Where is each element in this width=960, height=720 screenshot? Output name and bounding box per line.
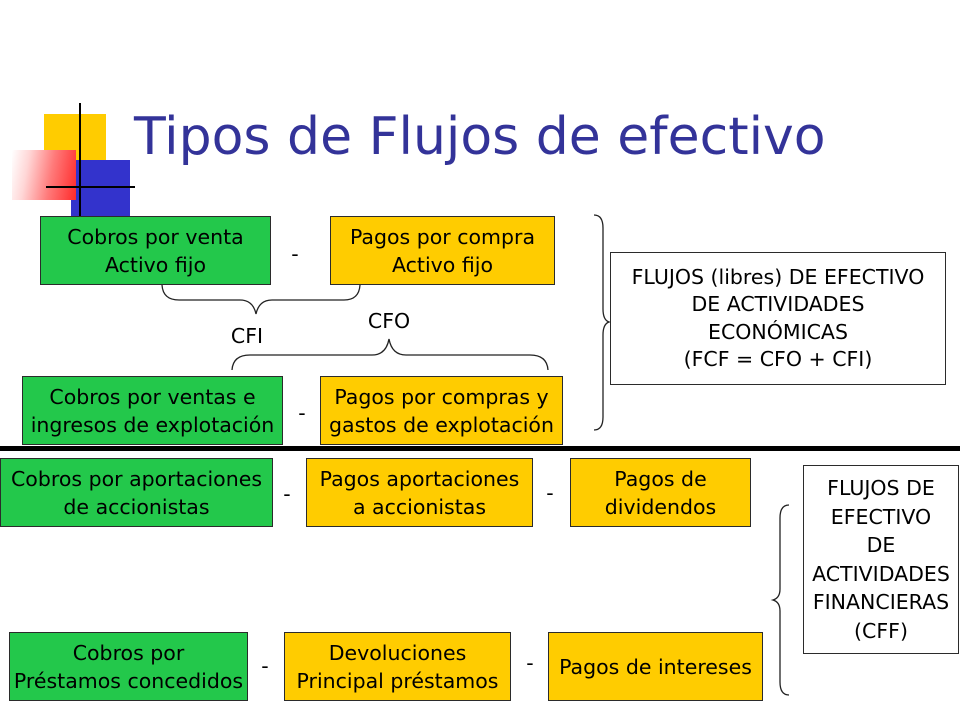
box-free-cash-flow-summary: FLUJOS (libres) DE EFECTIVO DE ACTIVIDAD… [610, 252, 946, 385]
box-fixed-asset-purchase-payments: Pagos por compra Activo fijo [330, 216, 555, 285]
financing-group-brace [770, 504, 790, 696]
box-dividend-payments: Pagos de dividendos [570, 458, 751, 527]
box-line: Pagos de [614, 466, 707, 491]
box-line: Principal préstamos [296, 668, 499, 693]
box-operating-receipts: Cobros por ventas e ingresos de explotac… [22, 376, 283, 445]
box-shareholder-contribution-payments: Pagos aportaciones a accionistas [306, 458, 533, 527]
box-line: Devoluciones [328, 640, 467, 665]
box-line: ingresos de explotación [30, 412, 275, 437]
minus-operator: - [546, 480, 554, 505]
box-operating-payments: Pagos por compras y gastos de explotació… [320, 376, 563, 445]
summary-line: EFECTIVO [830, 504, 932, 529]
minus-operator: - [526, 650, 534, 675]
box-line: gastos de explotación [329, 412, 554, 437]
box-line: Activo fijo [391, 252, 493, 277]
box-financing-cash-flow-summary: FLUJOS DE EFECTIVO DE ACTIVIDADES FINANC… [803, 465, 959, 654]
summary-line: DE [866, 533, 896, 557]
summary-line: DE ACTIVIDADES [691, 292, 865, 316]
box-shareholder-contribution-receipts: Cobros por aportaciones de accionistas [0, 458, 273, 527]
summary-line: FINANCIERAS [812, 590, 950, 614]
box-line: Cobros por aportaciones [10, 466, 263, 491]
box-loan-principal-repayments: Devoluciones Principal préstamos [284, 632, 511, 701]
slide-title: Tipos de Flujos de efectivo [134, 107, 826, 167]
minus-operator: - [298, 400, 306, 425]
logo-red-gradient-square [12, 150, 76, 200]
summary-line: ACTIVIDADES [812, 561, 950, 586]
summary-line: (FCF = CFO + CFI) [683, 347, 873, 371]
logo-horizontal-line [46, 186, 135, 188]
economic-group-brace [593, 214, 612, 431]
summary-line: (CFF) [854, 618, 908, 643]
box-line: Pagos por compras y [334, 384, 549, 409]
box-line: Cobros por venta [67, 224, 244, 249]
box-line: a accionistas [352, 494, 487, 519]
minus-operator: - [261, 653, 269, 678]
summary-line: FLUJOS DE [827, 476, 935, 500]
cfo-brace [231, 338, 549, 371]
box-line: Préstamos concedidos [13, 668, 244, 693]
cfi-brace [161, 284, 361, 315]
box-loan-receipts: Cobros por Préstamos concedidos [9, 632, 248, 701]
box-line: dividendos [604, 494, 717, 519]
box-line: Pagos por compra [349, 224, 536, 249]
box-line: Cobros por ventas e [49, 384, 256, 409]
logo-vertical-line [79, 103, 81, 216]
summary-line: ECONÓMICAS [708, 319, 848, 344]
box-line: Pagos de intereses [559, 654, 752, 679]
box-line: Pagos aportaciones [319, 466, 520, 491]
minus-operator: - [283, 481, 291, 506]
box-line: de accionistas [63, 494, 210, 519]
section-separator-line [0, 446, 960, 451]
box-interest-payments: Pagos de intereses [548, 632, 763, 701]
box-fixed-asset-sale-receipts: Cobros por venta Activo fijo [40, 216, 271, 285]
minus-operator: - [291, 241, 299, 266]
box-line: Cobros por [72, 640, 185, 665]
box-line: Activo fijo [104, 252, 206, 277]
summary-line: FLUJOS (libres) DE EFECTIVO [631, 264, 925, 289]
cfi-label: CFI [230, 323, 264, 348]
cfo-label: CFO [367, 308, 411, 333]
